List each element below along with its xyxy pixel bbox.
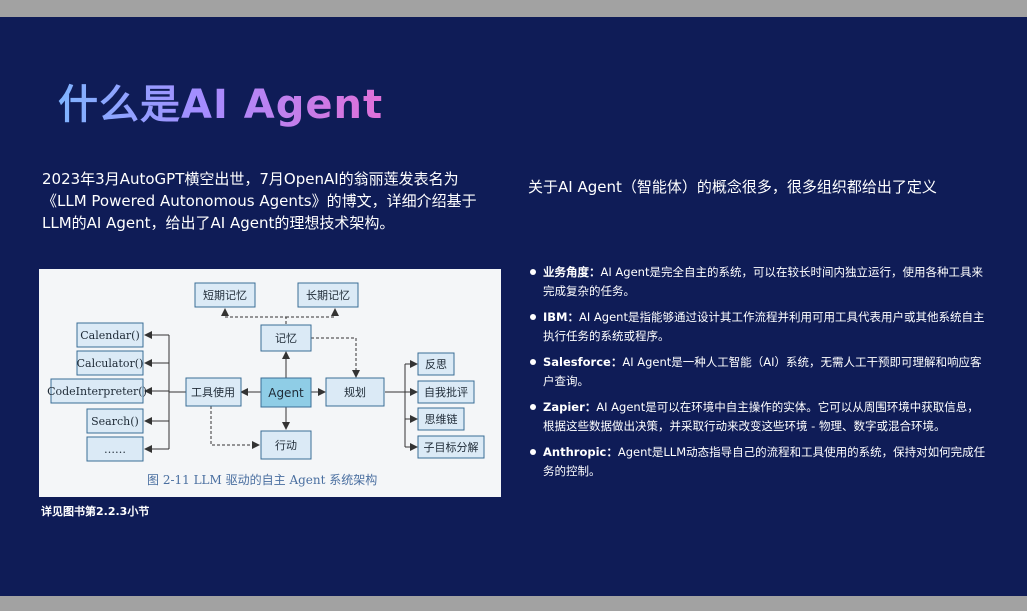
intro-left-text: 2023年3月AutoGPT横空出世，7月OpenAI的翁丽莲发表名为《LLM … [42, 170, 477, 232]
bullet-icon [530, 314, 536, 320]
page-title: 什么是AI Agent [58, 72, 383, 130]
svg-text:短期记忆: 短期记忆 [203, 288, 247, 302]
architecture-diagram: 短期记忆 长期记忆 记忆 Calendar() Calculator() [47, 282, 485, 487]
slide: 什么是AI Agent 2023年3月AutoGPT横空出世，7月OpenAI的… [0, 17, 1027, 596]
window-top-bar [0, 0, 1027, 17]
svg-text:记忆: 记忆 [275, 332, 297, 345]
reflection-node: 反思 [417, 352, 455, 376]
chain-of-thought-node: 思维链 [417, 407, 465, 431]
architecture-figure: 短期记忆 长期记忆 记忆 Calendar() Calculator() [39, 269, 501, 497]
svg-text:规划: 规划 [344, 385, 366, 399]
svg-text:CodeInterpreter(): CodeInterpreter() [47, 385, 147, 398]
svg-text:Calculator(): Calculator() [77, 357, 144, 370]
agent-node: Agent [260, 377, 312, 408]
bullet-icon [530, 449, 536, 455]
svg-text:Search(): Search() [91, 415, 139, 428]
figure-caption: 图 2-11 LLM 驱动的自主 Agent 系统架构 [147, 472, 377, 487]
svg-text:思维链: 思维链 [425, 412, 458, 426]
tool-use-node: 工具使用 [185, 377, 242, 407]
long-memory-node: 长期记忆 [297, 282, 359, 308]
subgoal-node: 子目标分解 [417, 435, 485, 459]
definition-item: 业务角度：AI Agent是完全自主的系统，可以在较长时间内独立运行，使用各种工… [530, 263, 990, 301]
tool-more: …… [86, 436, 144, 462]
action-node: 行动 [260, 430, 312, 460]
svg-text:……: …… [104, 443, 126, 456]
planning-node: 规划 [325, 377, 385, 407]
svg-text:自我批评: 自我批评 [424, 385, 468, 399]
svg-text:反思: 反思 [425, 358, 447, 371]
definition-item: IBM：AI Agent是指能够通过设计其工作流程并利用可用工具代表用户或其他系… [530, 308, 990, 346]
svg-text:行动: 行动 [275, 439, 297, 452]
self-critique-node: 自我批评 [417, 380, 475, 404]
definition-item: Salesforce：AI Agent是一种人工智能（AI）系统，无需人工干预即… [530, 353, 990, 391]
bullet-icon [530, 269, 536, 275]
tool-search: Search() [86, 408, 144, 434]
svg-text:长期记忆: 长期记忆 [306, 289, 350, 302]
bullet-icon [530, 359, 536, 365]
memory-node: 记忆 [260, 324, 312, 352]
svg-text:子目标分解: 子目标分解 [424, 440, 479, 454]
definition-item: Zapier：AI Agent是可以在环境中自主操作的实体。它可以从周围环境中获… [530, 398, 990, 436]
tool-calculator: Calculator() [76, 350, 144, 376]
svg-text:工具使用: 工具使用 [191, 386, 235, 399]
book-reference-note: 详见图书第2.2.3小节 [41, 505, 150, 518]
tool-calendar: Calendar() [76, 322, 144, 348]
intro-right-text: 关于AI Agent（智能体）的概念很多，很多组织都给出了定义 [528, 178, 937, 196]
window-bottom-bar [0, 596, 1027, 611]
bullet-icon [530, 404, 536, 410]
svg-text:Calendar(): Calendar() [80, 329, 140, 342]
short-memory-node: 短期记忆 [194, 282, 256, 308]
tool-code-interpreter: CodeInterpreter() [47, 378, 147, 404]
definition-list: 业务角度：AI Agent是完全自主的系统，可以在较长时间内独立运行，使用各种工… [530, 263, 990, 488]
definition-item: Anthropic：Agent是LLM动态指导自己的流程和工具使用的系统，保持对… [530, 443, 990, 481]
svg-text:Agent: Agent [268, 386, 304, 400]
